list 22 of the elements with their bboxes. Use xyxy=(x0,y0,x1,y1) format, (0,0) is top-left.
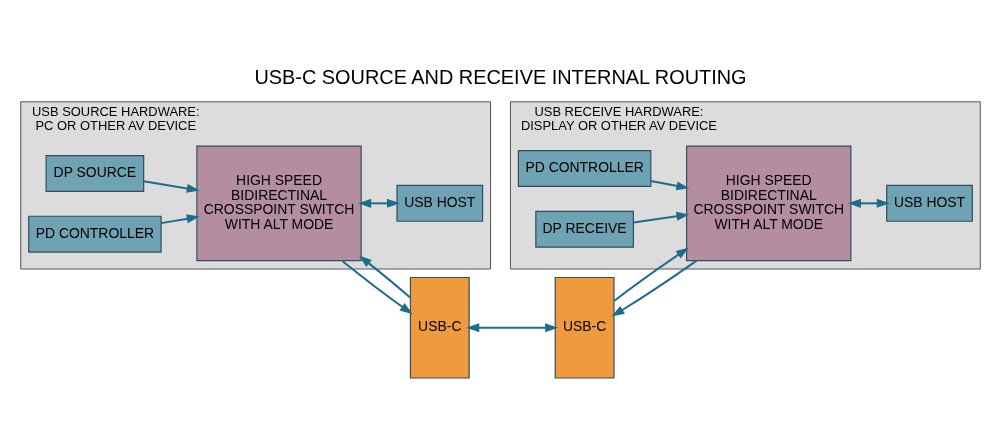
arrow xyxy=(611,259,698,317)
arrow xyxy=(358,198,400,208)
node-box: USB HOST xyxy=(396,184,484,222)
arrow xyxy=(160,213,200,224)
node-box: USB-C xyxy=(554,276,615,379)
arrow xyxy=(142,179,200,193)
node-box: HIGH SPEED BIDIRECTINAL CROSSPOINT SWITCH WITH ALT MODE xyxy=(686,145,852,261)
node-box: DP RECEIVE xyxy=(535,210,634,248)
arrow xyxy=(358,254,412,299)
node-box: PD CONTROLLER xyxy=(28,215,162,253)
node-box: PD CONTROLLER xyxy=(517,149,652,187)
node-box: DP SOURCE xyxy=(45,154,145,192)
arrow xyxy=(847,198,890,208)
arrow xyxy=(466,322,559,332)
node-box: HIGH SPEED BIDIRECTINAL CROSSPOINT SWITCH WITH ALT MODE xyxy=(196,145,362,261)
arrow xyxy=(632,211,690,223)
arrow xyxy=(341,259,413,314)
arrow xyxy=(649,179,690,190)
node-box: USB-C xyxy=(409,276,470,379)
diagram-title: USB-C SOURCE AND RECEIVE INTERNAL ROUTING xyxy=(254,65,747,88)
arrow xyxy=(613,247,689,302)
node-box: USB HOST xyxy=(886,184,973,222)
